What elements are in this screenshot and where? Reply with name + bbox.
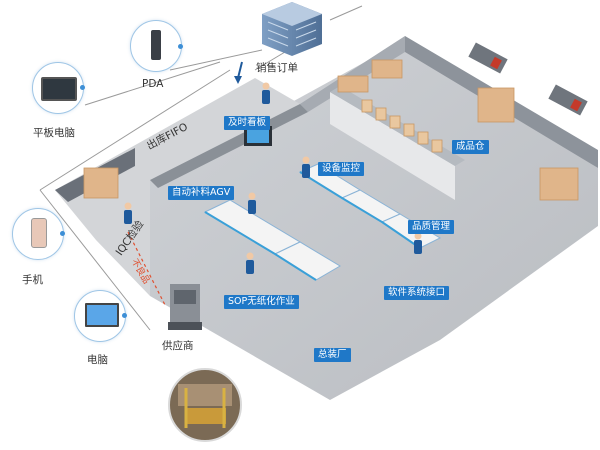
tablet-icon — [41, 77, 77, 101]
dot-computer — [122, 313, 127, 318]
tablet-circle — [32, 62, 84, 114]
tag-quality: 品质管理 — [408, 220, 455, 234]
dot-pda — [178, 44, 183, 49]
tag-assembly: 总装厂 — [314, 348, 351, 362]
defective-path — [127, 231, 166, 306]
supplier-truck — [168, 284, 202, 330]
sales-order-label: 销售订单 — [256, 62, 298, 74]
corridor-floor — [55, 78, 300, 296]
tag-agv: 自动补料AGV — [168, 186, 235, 200]
tag-software: 软件系统接口 — [384, 286, 450, 300]
pda-circle — [130, 20, 182, 72]
computer-circle — [74, 290, 126, 342]
production-line — [203, 163, 442, 281]
back-wall-top — [300, 36, 405, 112]
sales-arrow — [237, 61, 243, 79]
office-building — [262, 2, 322, 56]
tablet-label: 平板电脑 — [33, 127, 75, 139]
warehouse-boxes — [83, 59, 579, 201]
pda-label: PDA — [142, 78, 164, 90]
tag-kanban: 及时看板 — [224, 116, 271, 130]
dot-tablet — [80, 85, 85, 90]
conveyor-trim — [204, 171, 421, 281]
factory-photo — [168, 368, 242, 442]
phone-label: 手机 — [22, 274, 43, 286]
pda-icon — [151, 30, 161, 60]
delivery-trucks — [468, 42, 588, 116]
computer-label: 电脑 — [87, 354, 108, 366]
tag-finished: 成品仓 — [452, 140, 489, 154]
phone-circle — [12, 208, 64, 260]
tag-sop: SOP无纸化作业 — [224, 295, 299, 309]
phone-icon — [31, 218, 47, 248]
partition-wall — [330, 92, 455, 200]
workers — [124, 82, 422, 274]
supplier-label: 供应商 — [162, 340, 194, 352]
tag-equipment: 设备监控 — [318, 162, 365, 176]
dot-phone — [60, 231, 65, 236]
computer-icon — [85, 303, 119, 327]
